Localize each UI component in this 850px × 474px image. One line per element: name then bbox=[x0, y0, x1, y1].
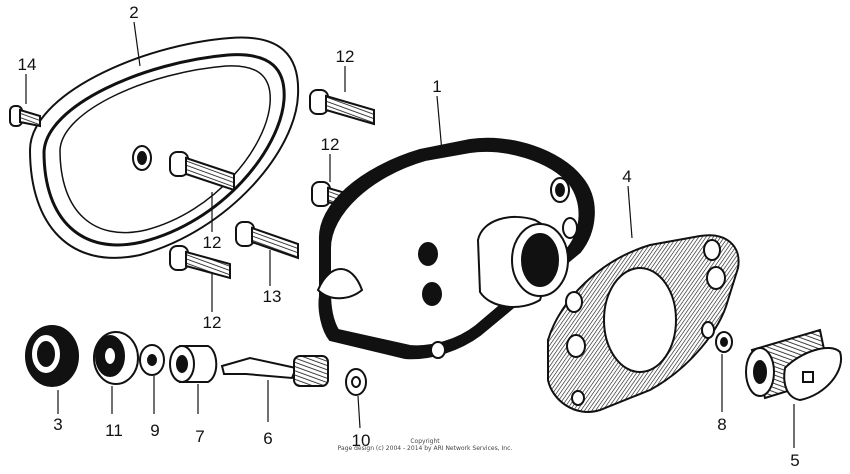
callout-11: 11 bbox=[105, 421, 123, 440]
callout-2: 2 bbox=[129, 3, 138, 22]
seal-11 bbox=[93, 331, 139, 385]
gasket-part bbox=[547, 234, 740, 413]
holder-part bbox=[745, 328, 843, 402]
oil-seal-3 bbox=[25, 325, 79, 387]
callout-5: 5 bbox=[790, 451, 799, 470]
callout-6: 6 bbox=[263, 429, 272, 448]
leader-lines bbox=[25, 21, 795, 448]
callout-7: 7 bbox=[195, 427, 204, 446]
bolt-12-top bbox=[309, 89, 375, 126]
callout-13: 13 bbox=[263, 287, 282, 306]
callout-8: 8 bbox=[717, 415, 726, 434]
callout-9: 9 bbox=[150, 421, 159, 440]
bolt-14 bbox=[9, 105, 41, 128]
bolt-12-cover bbox=[169, 151, 235, 192]
copyright-text: Page design (c) 2004 - 2014 by ARI Netwo… bbox=[337, 445, 513, 452]
callout-12-lower: 12 bbox=[203, 313, 222, 332]
bolt-13 bbox=[235, 221, 299, 260]
washer-8 bbox=[715, 331, 733, 353]
callout-14: 14 bbox=[18, 55, 37, 74]
callout-4: 4 bbox=[622, 167, 631, 186]
callout-1: 1 bbox=[432, 77, 441, 96]
bolt-12-lower bbox=[169, 245, 231, 280]
cover-part bbox=[28, 36, 300, 259]
callout-12-cover: 12 bbox=[203, 233, 222, 252]
bushing-7 bbox=[169, 345, 218, 383]
copyright-notice: Copyright Page design (c) 2004 - 2014 by… bbox=[300, 438, 550, 452]
copyright-label: Copyright bbox=[410, 438, 440, 445]
shaft-6 bbox=[220, 355, 329, 387]
washer-10 bbox=[345, 368, 367, 396]
housing-part bbox=[316, 137, 595, 360]
callout-12-top: 12 bbox=[336, 47, 355, 66]
callout-12-middle: 12 bbox=[321, 135, 340, 154]
washer-9 bbox=[139, 344, 165, 376]
callout-3: 3 bbox=[53, 415, 62, 434]
callout-10: 10 bbox=[352, 431, 371, 450]
